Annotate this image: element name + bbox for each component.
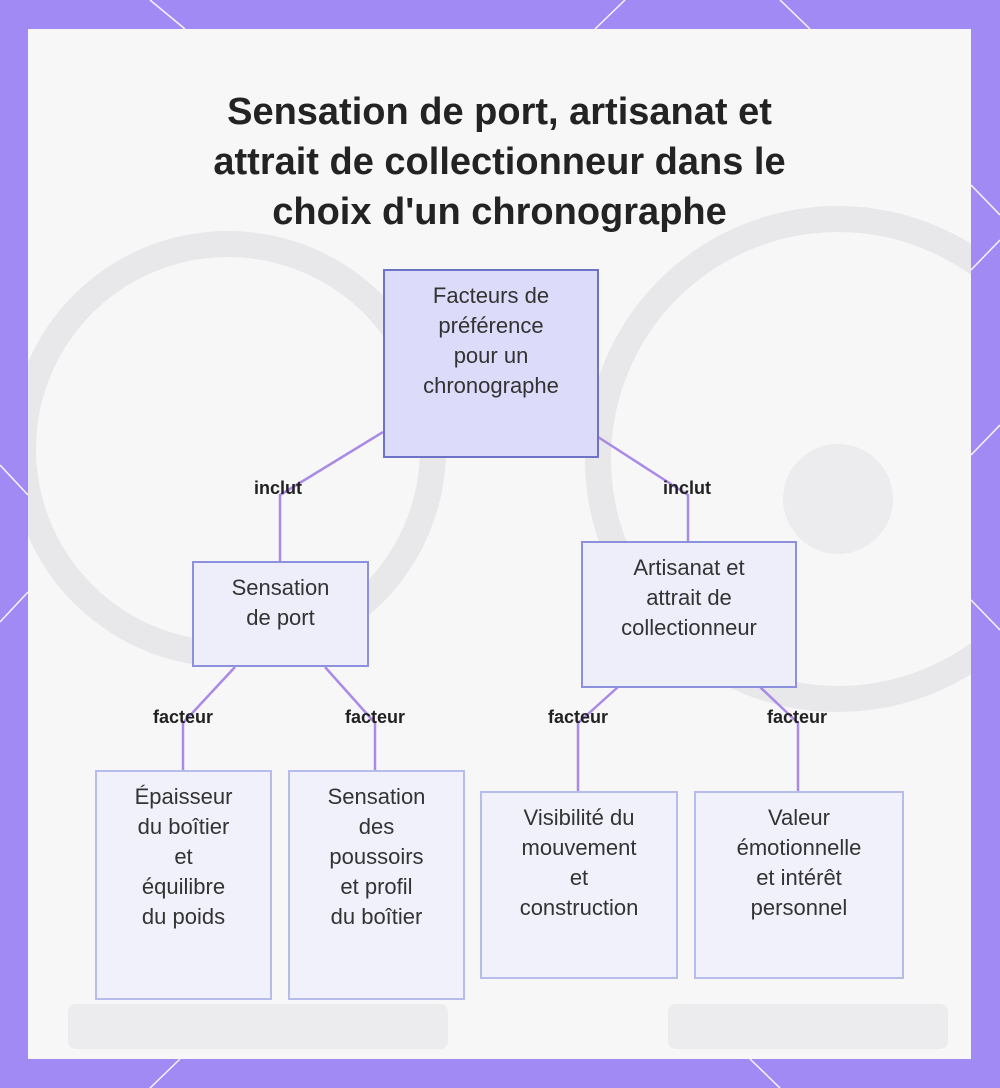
edge-label-facteur-4: facteur	[766, 707, 828, 727]
edge-label-facteur-2: facteur	[344, 707, 406, 727]
node-sensation-de-port: Sensation de port	[192, 561, 369, 667]
node-epaisseur-label: Épaisseur du boîtier et équilibre du poi…	[134, 784, 233, 929]
edge-label-inclut-right: inclut	[663, 478, 711, 498]
edge-root-to-sensation	[278, 430, 384, 562]
node-valeur: Valeur émotionnelle et intérêt personnel	[694, 791, 904, 979]
edge-artisanat-to-valeur	[759, 686, 800, 792]
node-visibilite-label: Visibilité du mouvement et construction	[519, 805, 639, 920]
node-visibilite: Visibilité du mouvement et construction	[480, 791, 678, 979]
edge-root-to-artisanat	[597, 435, 690, 542]
node-artisanat-label: Artisanat et attrait de collectionneur	[621, 555, 757, 640]
node-root: Facteurs de préférence pour un chronogra…	[383, 269, 599, 458]
edge-sensation-to-poussoirs	[324, 666, 377, 771]
node-artisanat: Artisanat et attrait de collectionneur	[581, 541, 797, 688]
edge-label-facteur-3: facteur	[547, 707, 609, 727]
diagram-title: Sensation de port, artisanat et attrait …	[28, 87, 971, 237]
title-line-3: choix d'un chronographe	[272, 191, 727, 233]
node-valeur-label: Valeur émotionnelle et intérêt personnel	[736, 805, 862, 920]
node-root-label: Facteurs de préférence pour un chronogra…	[423, 283, 559, 398]
node-sensation-de-port-label: Sensation de port	[231, 575, 330, 630]
edge-label-inclut-left: inclut	[254, 478, 302, 498]
title-line-1: Sensation de port, artisanat et	[227, 91, 772, 133]
node-poussoirs-label: Sensation des poussoirs et profil du boî…	[327, 784, 426, 929]
title-line-2: attrait de collectionneur dans le	[213, 141, 786, 183]
node-poussoirs: Sensation des poussoirs et profil du boî…	[288, 770, 465, 1000]
edge-artisanat-to-visibilite	[576, 686, 619, 792]
node-epaisseur: Épaisseur du boîtier et équilibre du poi…	[95, 770, 272, 1000]
edge-label-facteur-1: facteur	[152, 707, 214, 727]
edge-sensation-to-epaisseur	[181, 666, 236, 771]
